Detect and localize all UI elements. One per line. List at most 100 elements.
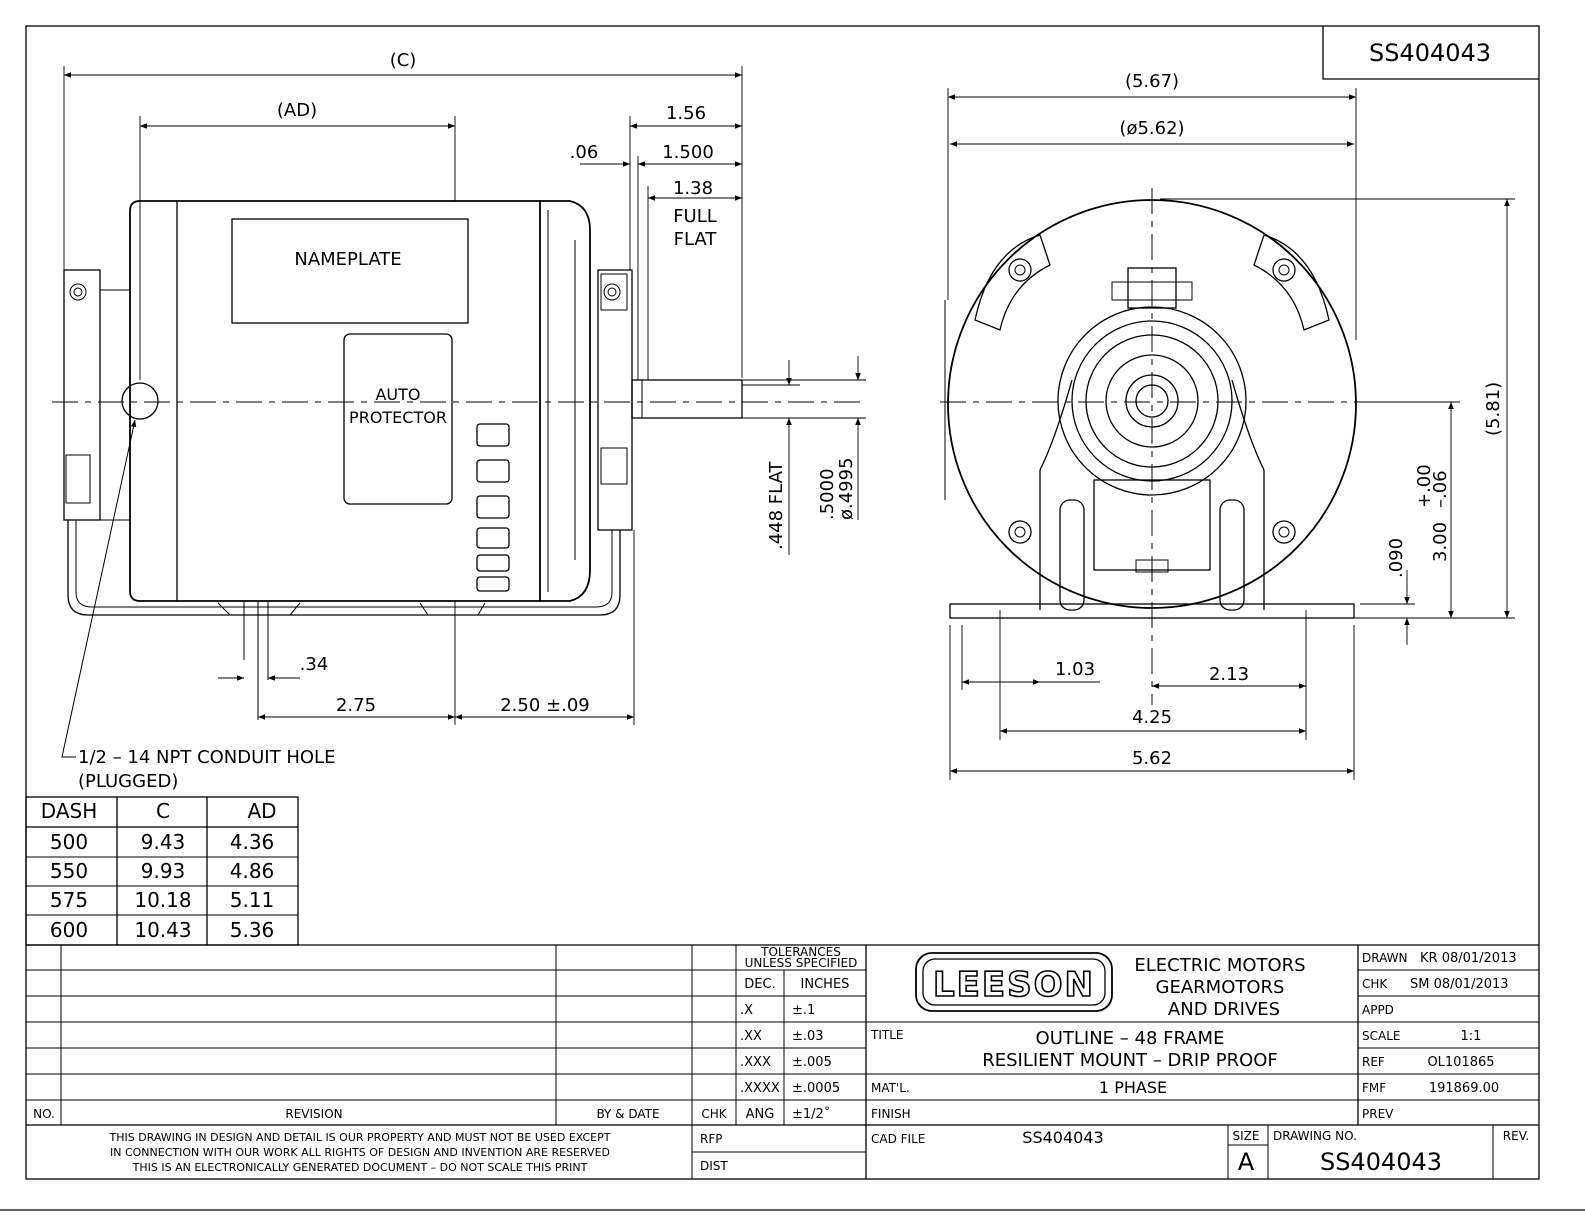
dim-0-090: .090 xyxy=(1386,538,1407,578)
dash-header-ad: AD xyxy=(247,799,276,823)
dim-4995: ø.4995 xyxy=(836,457,857,520)
end-view: (5.67) (ø5.62) (5.81) 3.00 +.00 –.06 .09… xyxy=(940,71,1515,780)
dash-header-dash: DASH xyxy=(41,799,97,823)
tol-dec: .XXXX xyxy=(740,1081,780,1096)
nameplate-box xyxy=(231,218,469,324)
drawing-border xyxy=(25,25,1540,1180)
dim-1-56: 1.56 xyxy=(666,103,706,124)
cad-file-value: SS404043 xyxy=(1022,1128,1103,1147)
tol-value: ±.1 xyxy=(792,1003,815,1018)
ad-cell: 4.36 xyxy=(230,830,275,854)
dash-cell: 550 xyxy=(50,859,88,883)
ad-cell: 5.36 xyxy=(230,918,275,942)
dim-5-62: 5.62 xyxy=(1132,748,1172,769)
dash-cell: 600 xyxy=(50,918,88,942)
notice-line-1: THIS DRAWING IN DESIGN AND DETAIL IS OUR… xyxy=(109,1131,611,1144)
tol-plus: +.00 xyxy=(1414,464,1435,508)
logo-text: LEESON xyxy=(933,965,1095,1005)
dist-label: DIST xyxy=(700,1159,728,1173)
chk-label: CHK xyxy=(701,1107,727,1121)
tol-dec: .XXX xyxy=(740,1055,771,1070)
c-cell: 9.43 xyxy=(141,830,186,854)
size-value: A xyxy=(1238,1148,1255,1176)
by-date-label: BY & DATE xyxy=(596,1107,659,1121)
table-row: 550 9.93 4.86 xyxy=(50,859,274,883)
table-row: 500 9.43 4.36 xyxy=(50,830,274,854)
company-line-3: AND DRIVES xyxy=(1168,999,1280,1020)
size-label: SIZE xyxy=(1233,1129,1260,1143)
conduit-note-1: 1/2 – 14 NPT CONDUIT HOLE xyxy=(78,747,335,768)
appd-label: APPD xyxy=(1362,1003,1394,1017)
dim-0-06: .06 xyxy=(570,142,599,163)
protector-label: PROTECTOR xyxy=(349,408,447,427)
matl-value: 1 PHASE xyxy=(1099,1078,1167,1097)
matl-label: MAT'L. xyxy=(871,1081,910,1095)
side-view: NAMEPLATE AUTO PROTECTOR 1/2 – 14 NPT CO… xyxy=(52,50,866,792)
title-block: NO. REVISION BY & DATE CHK THIS DRAWING … xyxy=(26,944,1539,1179)
title-label: TITLE xyxy=(870,1028,903,1042)
dim-3-00: 3.00 xyxy=(1430,522,1451,562)
notice-line-2: IN CONNECTION WITH OUR WORK ALL RIGHTS O… xyxy=(110,1146,610,1159)
corner-drawing-number: SS404043 xyxy=(1369,39,1491,67)
scale-label: SCALE xyxy=(1362,1029,1400,1043)
tolerances-label-1: TOLERANCES xyxy=(760,945,841,959)
chk-right-label: CHK xyxy=(1362,977,1388,991)
dim-1-38: 1.38 xyxy=(673,178,713,199)
no-label: NO. xyxy=(33,1107,55,1121)
tol-value: ±.03 xyxy=(792,1029,824,1044)
finish-label: FINISH xyxy=(871,1107,911,1121)
tol-minus: –.06 xyxy=(1430,470,1451,508)
dec-label: DEC. xyxy=(744,977,775,992)
end-bolts xyxy=(1008,258,1296,544)
title-line-2: RESILIENT MOUNT – DRIP PROOF xyxy=(982,1050,1278,1071)
vent-slots xyxy=(476,423,510,592)
auto-protector-box xyxy=(343,333,453,505)
flat-label: FLAT xyxy=(674,229,718,250)
chk-right-value: SM 08/01/2013 xyxy=(1410,977,1509,992)
drawn-label: DRAWN xyxy=(1362,951,1408,965)
dash-cell: 575 xyxy=(50,888,88,912)
dash-header-c: C xyxy=(156,799,170,823)
tol-value: ±.0005 xyxy=(792,1081,840,1096)
shaft xyxy=(631,379,743,419)
ref-value: OL101865 xyxy=(1427,1055,1494,1070)
auto-label: AUTO xyxy=(375,385,420,404)
full-label: FULL xyxy=(673,206,717,227)
notice-line-3: THIS IS AN ELECTRONICALLY GENERATED DOCU… xyxy=(132,1161,588,1174)
end-base-plate xyxy=(949,603,1355,619)
c-cell: 9.93 xyxy=(141,859,186,883)
ad-cell: 5.11 xyxy=(230,888,275,912)
conduit-note-2: (PLUGGED) xyxy=(78,771,178,792)
fmf-label: FMF xyxy=(1362,1081,1386,1095)
table-row: 575 10.18 5.11 xyxy=(50,888,274,912)
dash-table: DASH C AD 500 9.43 4.36 550 9.93 4.86 57… xyxy=(25,796,299,946)
scale-value: 1:1 xyxy=(1461,1029,1482,1044)
drawn-value: KR 08/01/2013 xyxy=(1420,951,1517,966)
c-cell: 10.43 xyxy=(134,918,191,942)
dash-cell: 500 xyxy=(50,830,88,854)
nameplate-label: NAMEPLATE xyxy=(294,249,401,270)
ad-cell: 4.86 xyxy=(230,859,275,883)
dim-1-500: 1.500 xyxy=(662,142,714,163)
conduit-hole xyxy=(121,382,159,420)
drawing-no-label: DRAWING NO. xyxy=(1273,1129,1357,1143)
motor-body xyxy=(129,200,541,602)
company-line-1: ELECTRIC MOTORS xyxy=(1134,955,1305,976)
dim-0-34: .34 xyxy=(300,654,329,675)
tolerances-label-2: UNLESS SPECIFIED xyxy=(745,956,858,970)
rev-label: REV. xyxy=(1503,1129,1529,1143)
dim-dia-5-62: (ø5.62) xyxy=(1119,118,1184,139)
ref-label: REF xyxy=(1362,1055,1385,1069)
dim-2-50: 2.50 ±.09 xyxy=(500,695,590,716)
cad-file-label: CAD FILE xyxy=(871,1132,925,1146)
table-row: 600 10.43 5.36 xyxy=(50,918,274,942)
dim-2-75: 2.75 xyxy=(336,695,376,716)
inches-label: INCHES xyxy=(801,977,850,992)
c-cell: 10.18 xyxy=(134,888,191,912)
ang-label: ANG xyxy=(746,1107,775,1122)
dim-4-25: 4.25 xyxy=(1132,707,1172,728)
corner-number-box xyxy=(1322,26,1539,80)
dim-ad: (AD) xyxy=(277,100,317,121)
title-line-1: OUTLINE – 48 FRAME xyxy=(1036,1028,1225,1049)
